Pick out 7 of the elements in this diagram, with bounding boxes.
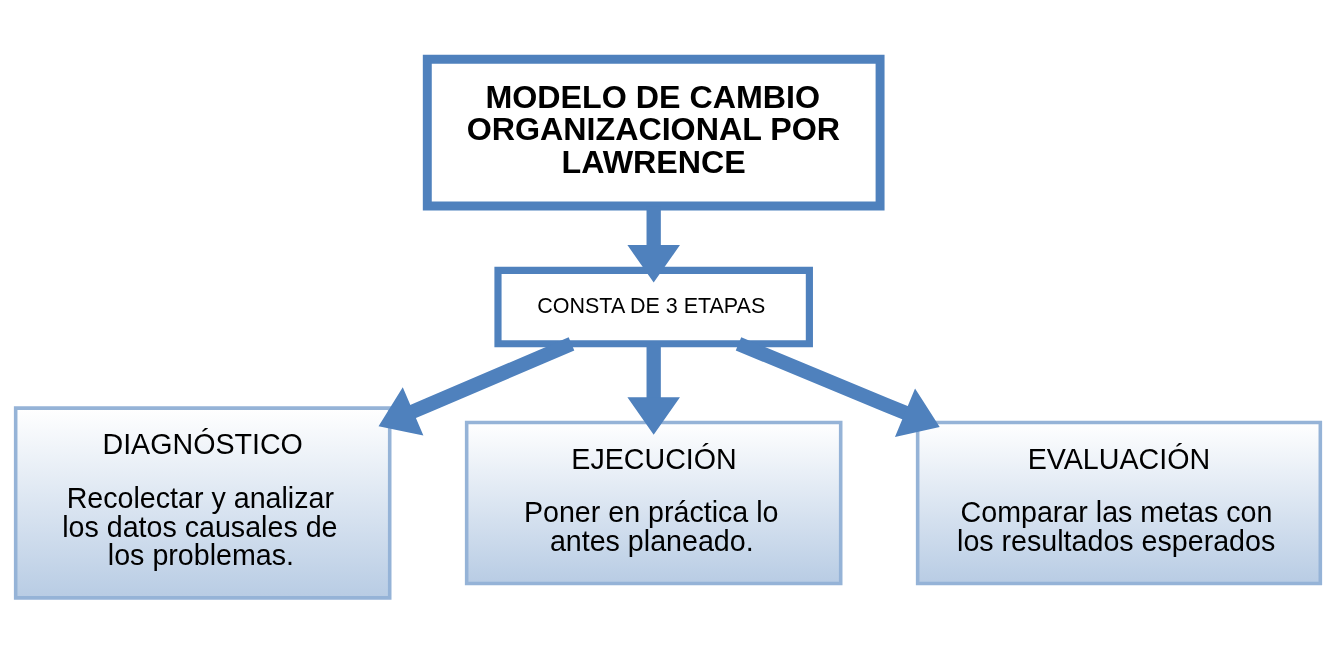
- node-box: MODELO DE CAMBIO ORGANIZACIONAL POR LAWRENCE: [422, 54, 885, 210]
- arrow: [378, 336, 575, 436]
- node-box: CONSTA DE 3 ETAPAS: [494, 266, 813, 347]
- node-box: EVALUACIÓN Comparar las metas con los resultados esperados: [915, 420, 1323, 585]
- node-box: DIAGNÓSTICO Recolectar y analizar los datos causales de los problemas.: [13, 405, 392, 600]
- arrow: [735, 336, 940, 437]
- node-box: EJECUCIÓN Poner en práctica lo antes planeado.: [464, 420, 843, 585]
